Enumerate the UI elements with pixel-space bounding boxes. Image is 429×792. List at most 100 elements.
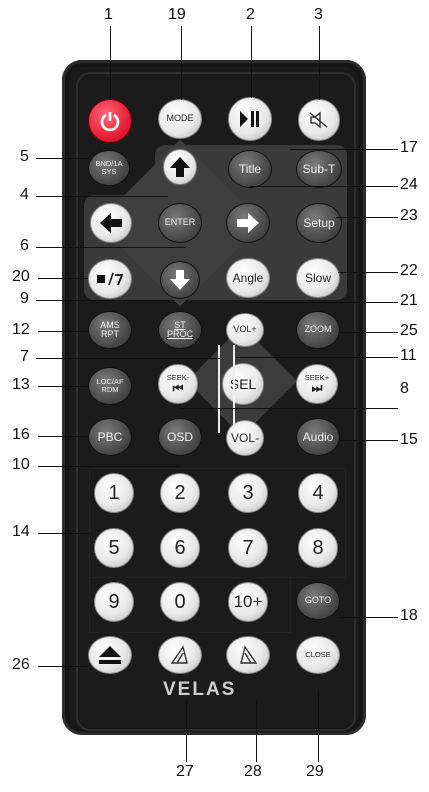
- sub-t-button[interactable]: Sub-T: [296, 150, 342, 188]
- audio-button[interactable]: Audio: [296, 418, 340, 456]
- arrow-up-icon: [169, 156, 191, 178]
- callout-28: 28: [244, 763, 262, 781]
- enter-button[interactable]: ENTER: [158, 203, 202, 243]
- power-icon: [99, 110, 121, 132]
- callout-4: 4: [20, 186, 29, 204]
- up-button[interactable]: [163, 149, 197, 185]
- leader-12: [38, 331, 88, 332]
- callout-3: 3: [314, 6, 323, 24]
- play-pause-icon: [239, 110, 261, 128]
- leader-24: [250, 186, 398, 187]
- setup-button[interactable]: Setup: [296, 203, 342, 243]
- callout-19: 19: [168, 6, 186, 24]
- callout-18: 18: [400, 607, 418, 625]
- callout-24: 24: [400, 176, 418, 194]
- mute-icon: [309, 111, 329, 129]
- leader-10: [38, 466, 180, 467]
- numpad-outline: [89, 468, 346, 578]
- leader-26: [38, 666, 90, 667]
- power-button[interactable]: [88, 99, 132, 143]
- angle-button[interactable]: Angle: [226, 258, 270, 298]
- callout-13: 13: [12, 376, 30, 394]
- callout-20: 20: [12, 268, 30, 286]
- seek-forward-button[interactable]: SEEK+ ⏭: [296, 364, 338, 404]
- close-button[interactable]: CLOSE: [296, 636, 340, 674]
- zoom-button[interactable]: ZOOM: [296, 311, 340, 349]
- down-button[interactable]: [160, 261, 200, 299]
- title-button[interactable]: Title: [228, 150, 272, 188]
- pbc-button[interactable]: PBC: [88, 418, 132, 456]
- tilt-right-icon: [237, 645, 259, 665]
- callout-9: 9: [20, 290, 29, 308]
- callout-16: 16: [12, 426, 30, 444]
- callout-27: 27: [176, 763, 194, 781]
- leader-27: [186, 700, 187, 762]
- stop-return-icon: [95, 271, 125, 287]
- callout-12: 12: [12, 321, 30, 339]
- leader-15: [340, 440, 398, 441]
- arrow-left-icon: [99, 212, 123, 234]
- leader-5: [36, 158, 88, 159]
- leader-20: [38, 278, 88, 279]
- callout-5: 5: [20, 148, 29, 166]
- osd-button[interactable]: OSD: [158, 418, 202, 456]
- seek-back-button[interactable]: SEEK- ⏮: [158, 364, 198, 404]
- eject-icon: [98, 645, 122, 665]
- callout-17: 17: [400, 139, 418, 157]
- leader-17: [290, 149, 398, 150]
- vol-up-button[interactable]: VOL+: [226, 313, 264, 347]
- leader-9: [36, 300, 174, 301]
- mute-button[interactable]: [298, 99, 340, 141]
- stop-return-button[interactable]: [88, 259, 132, 299]
- leader-13: [38, 386, 88, 387]
- arrow-down-icon: [169, 269, 191, 291]
- leader-3: [319, 26, 320, 100]
- skip-forward-icon: ⏭: [312, 382, 323, 395]
- callout-15: 15: [400, 431, 418, 449]
- tilt-right-button[interactable]: [226, 636, 270, 674]
- leader-19: [181, 26, 182, 100]
- leader-22: [338, 272, 398, 273]
- callout-25: 25: [400, 322, 418, 340]
- bnd-sys-button[interactable]: BND/1A SYS: [88, 150, 130, 186]
- eject-button[interactable]: [88, 636, 132, 674]
- callout-22: 22: [400, 262, 418, 280]
- leader-23: [336, 217, 398, 218]
- leader-7: [36, 358, 220, 359]
- leader-25: [340, 332, 398, 333]
- vol-down-button[interactable]: VOL-: [226, 420, 264, 456]
- callout-26: 26: [12, 656, 30, 674]
- callout-10: 10: [12, 456, 30, 474]
- sel-button[interactable]: SEL: [222, 363, 264, 405]
- leader-29: [318, 690, 319, 762]
- leader-6: [36, 247, 186, 248]
- leader-16: [38, 436, 88, 437]
- mode-button[interactable]: MODE: [158, 99, 202, 139]
- leader-14: [38, 533, 90, 534]
- right-button[interactable]: [226, 203, 270, 243]
- vol-sel-outline-right: [233, 345, 235, 433]
- callout-29: 29: [306, 763, 324, 781]
- goto-button[interactable]: GOTO: [296, 582, 340, 620]
- callout-11: 11: [400, 347, 417, 365]
- play-pause-button[interactable]: [228, 97, 272, 141]
- leader-11: [236, 357, 398, 358]
- leader-4: [36, 196, 168, 197]
- callout-1: 1: [104, 6, 113, 24]
- callout-6: 6: [20, 237, 29, 255]
- ams-rpt-button[interactable]: AMS RPT: [88, 311, 132, 349]
- loc-rdm-button[interactable]: LOC/AF RDM: [88, 367, 132, 405]
- callout-2: 2: [246, 6, 255, 24]
- skip-back-icon: ⏮: [173, 382, 184, 395]
- left-button[interactable]: [90, 203, 132, 243]
- callout-14: 14: [12, 523, 30, 541]
- leader-28: [256, 700, 257, 762]
- callout-7: 7: [20, 348, 29, 366]
- tilt-left-button[interactable]: [158, 636, 202, 674]
- leader-2: [251, 26, 252, 98]
- arrow-right-icon: [236, 212, 260, 234]
- st-proc-button[interactable]: ST PROC: [158, 311, 202, 349]
- leader-1: [110, 26, 111, 100]
- numpad-outline-lower: [89, 576, 291, 633]
- slow-button[interactable]: Slow: [296, 258, 340, 298]
